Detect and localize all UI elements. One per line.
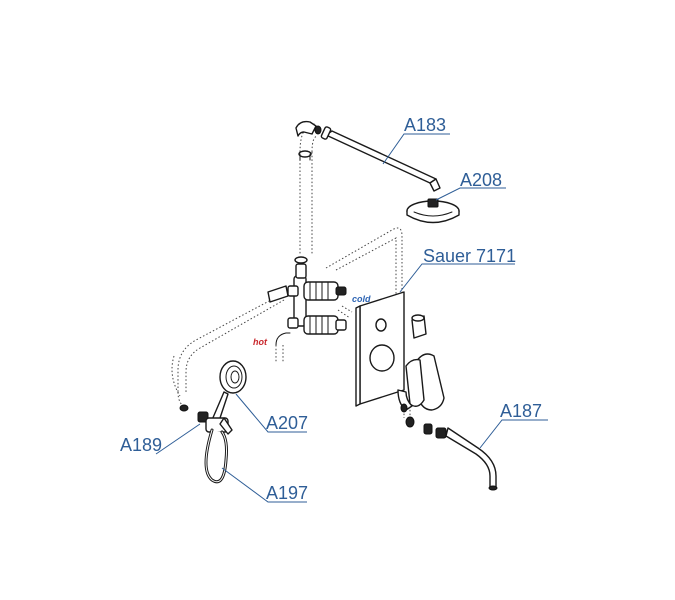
leader-lines <box>155 133 548 503</box>
callout-a187: A187 <box>500 401 542 421</box>
wall-outlet-holder <box>197 411 233 435</box>
callout-a207: A207 <box>266 413 308 433</box>
shower-arm <box>295 120 441 192</box>
callout-a189: A189 <box>120 435 162 455</box>
shower-hose <box>204 428 228 484</box>
callout-a197: A197 <box>266 483 308 503</box>
hot-inlet-label: hot <box>253 337 268 347</box>
rain-shower-head <box>406 198 460 224</box>
callout-a183: A183 <box>404 115 446 135</box>
callout-sauer-7171: Sauer 7171 <box>423 246 516 266</box>
cold-inlet-label: cold <box>352 294 371 304</box>
mixer-wall-plate <box>355 291 405 407</box>
hot-inlet-connector <box>275 332 291 362</box>
bath-spout <box>397 389 498 491</box>
callout-a208: A208 <box>460 170 502 190</box>
mixer-valve-body <box>287 150 347 335</box>
cold-inlet-connector <box>337 305 353 319</box>
left-pipe-elbow <box>171 285 289 412</box>
hand-shower <box>211 360 247 425</box>
mixer-handle <box>405 314 445 411</box>
